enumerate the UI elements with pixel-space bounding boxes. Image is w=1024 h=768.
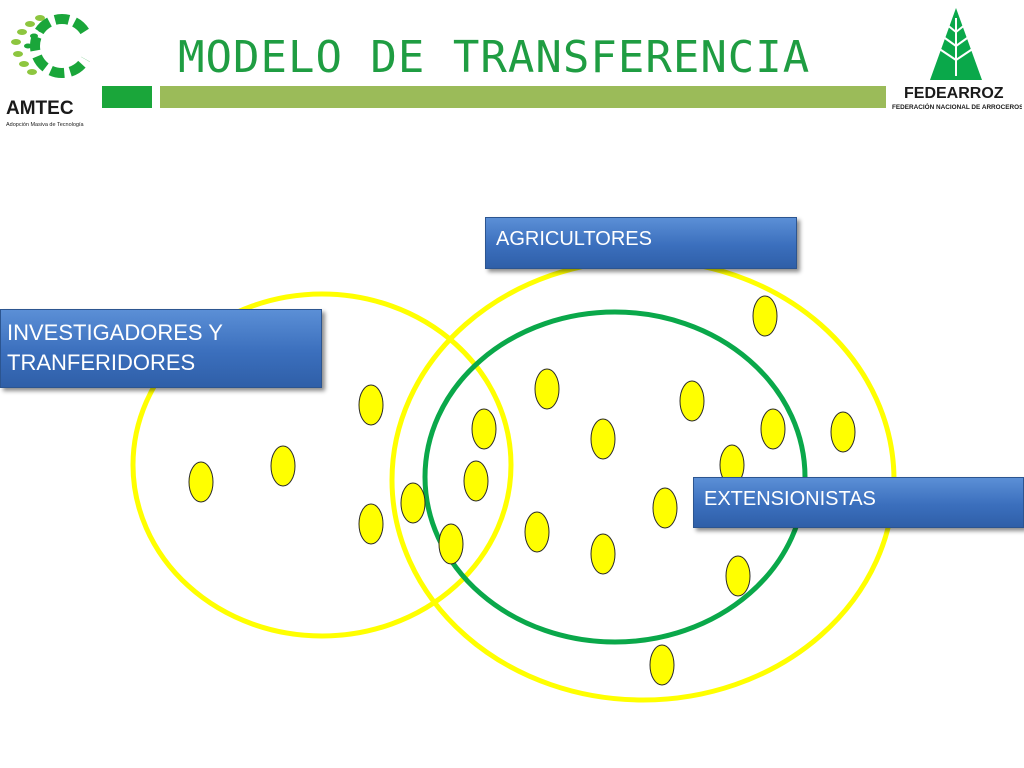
actor-dot xyxy=(524,511,550,553)
fedearroz-logo: FEDEARROZ FEDERACIÓN NACIONAL DE ARROCER… xyxy=(892,8,1022,111)
actor-dots xyxy=(188,295,856,686)
actor-dot xyxy=(760,408,786,450)
extensionistas-label: EXTENSIONISTAS xyxy=(693,477,1024,528)
actor-dot xyxy=(590,418,616,460)
actor-dot xyxy=(358,503,384,545)
investigadores-label-line2: TRANFERIDORES xyxy=(7,350,196,375)
actor-dot xyxy=(679,380,705,422)
actor-dot xyxy=(830,411,856,453)
actor-dot xyxy=(471,408,497,450)
amtec-logo: AMTEC Adopción Masiva de Tecnología xyxy=(6,14,94,128)
fedearroz-logo-tagline: FEDERACIÓN NACIONAL DE ARROCEROS xyxy=(892,102,1022,111)
actor-dot xyxy=(590,533,616,575)
actor-dot xyxy=(400,482,426,524)
agricultores-label-text: AGRICULTORES xyxy=(496,228,652,250)
extensionistas-label-text: EXTENSIONISTAS xyxy=(704,488,876,510)
amtec-gear-icon xyxy=(30,14,94,78)
actor-dot xyxy=(652,487,678,529)
fedearroz-logo-text: FEDEARROZ xyxy=(904,85,1004,102)
actor-dot xyxy=(463,460,489,502)
actor-dot xyxy=(725,555,751,597)
amtec-logo-tagline: Adopción Masiva de Tecnología xyxy=(6,122,85,128)
investigadores-circle xyxy=(130,291,514,639)
slide-title: MODELO DE TRANSFERENCIA xyxy=(178,32,811,83)
actor-dot xyxy=(649,644,675,686)
investigadores-label-line1: INVESTIGADORES Y xyxy=(7,320,223,345)
actor-dot xyxy=(188,461,214,503)
fedearroz-plant-icon xyxy=(930,8,982,80)
actor-dot xyxy=(270,445,296,487)
title-accent-bar-light xyxy=(160,86,886,108)
investigadores-label: INVESTIGADORES Y TRANFERIDORES xyxy=(0,309,322,388)
actor-dot xyxy=(752,295,778,337)
amtec-leaves-icon xyxy=(11,15,46,75)
actor-dot xyxy=(438,523,464,565)
actor-dot xyxy=(534,368,560,410)
agricultores-label: AGRICULTORES xyxy=(485,217,797,269)
title-accent-bar-dark xyxy=(102,86,152,108)
actor-dot xyxy=(358,384,384,426)
amtec-logo-text: AMTEC xyxy=(6,98,74,119)
